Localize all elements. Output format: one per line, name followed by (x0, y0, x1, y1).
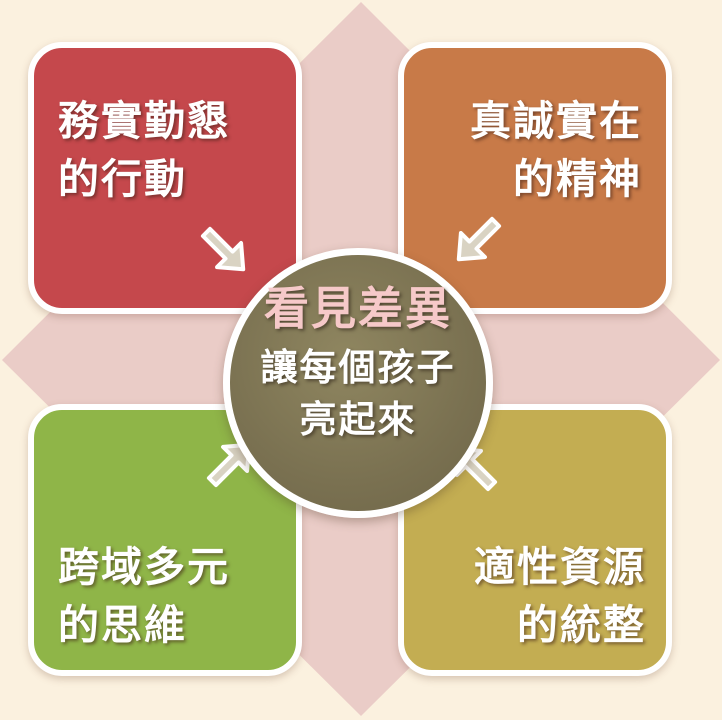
center-title: 看見差異 (263, 282, 452, 335)
quadrant-top-right: 真誠實在 的精神 (398, 42, 672, 314)
quadrant-bottom-left-line-2: 的思維 (58, 601, 187, 649)
quadrant-top-right-line-2: 的精神 (513, 155, 642, 203)
quadrant-top-left-line-1: 務實勤懇 (58, 97, 230, 145)
quadrant-bottom-right-text: 適性資源 的統整 (474, 538, 646, 654)
arrow-top-left-icon (194, 220, 255, 281)
quadrant-top-right-line-1: 真誠實在 (470, 97, 642, 145)
quadrant-bottom-right-line-1: 適性資源 (474, 543, 646, 591)
center-circle: 看見差異 讓每個孩子 亮起來 (223, 248, 493, 518)
quadrant-bottom-right-line-2: 的統整 (517, 601, 646, 649)
quadrant-bottom-left-text: 跨域多元 的思維 (58, 538, 230, 654)
quadrant-bottom-left-line-1: 跨域多元 (58, 543, 230, 591)
quadrant-top-right-text: 真誠實在 的精神 (470, 92, 642, 208)
quadrant-top-left-text: 務實勤懇 的行動 (58, 92, 230, 208)
quadrant-top-left-line-2: 的行動 (58, 155, 187, 203)
arrow-top-right-icon (447, 210, 508, 271)
center-line-2: 亮起來 (299, 398, 417, 441)
quadrant-top-left: 務實勤懇 的行動 (28, 42, 302, 314)
center-line-1: 讓每個孩子 (260, 346, 456, 389)
